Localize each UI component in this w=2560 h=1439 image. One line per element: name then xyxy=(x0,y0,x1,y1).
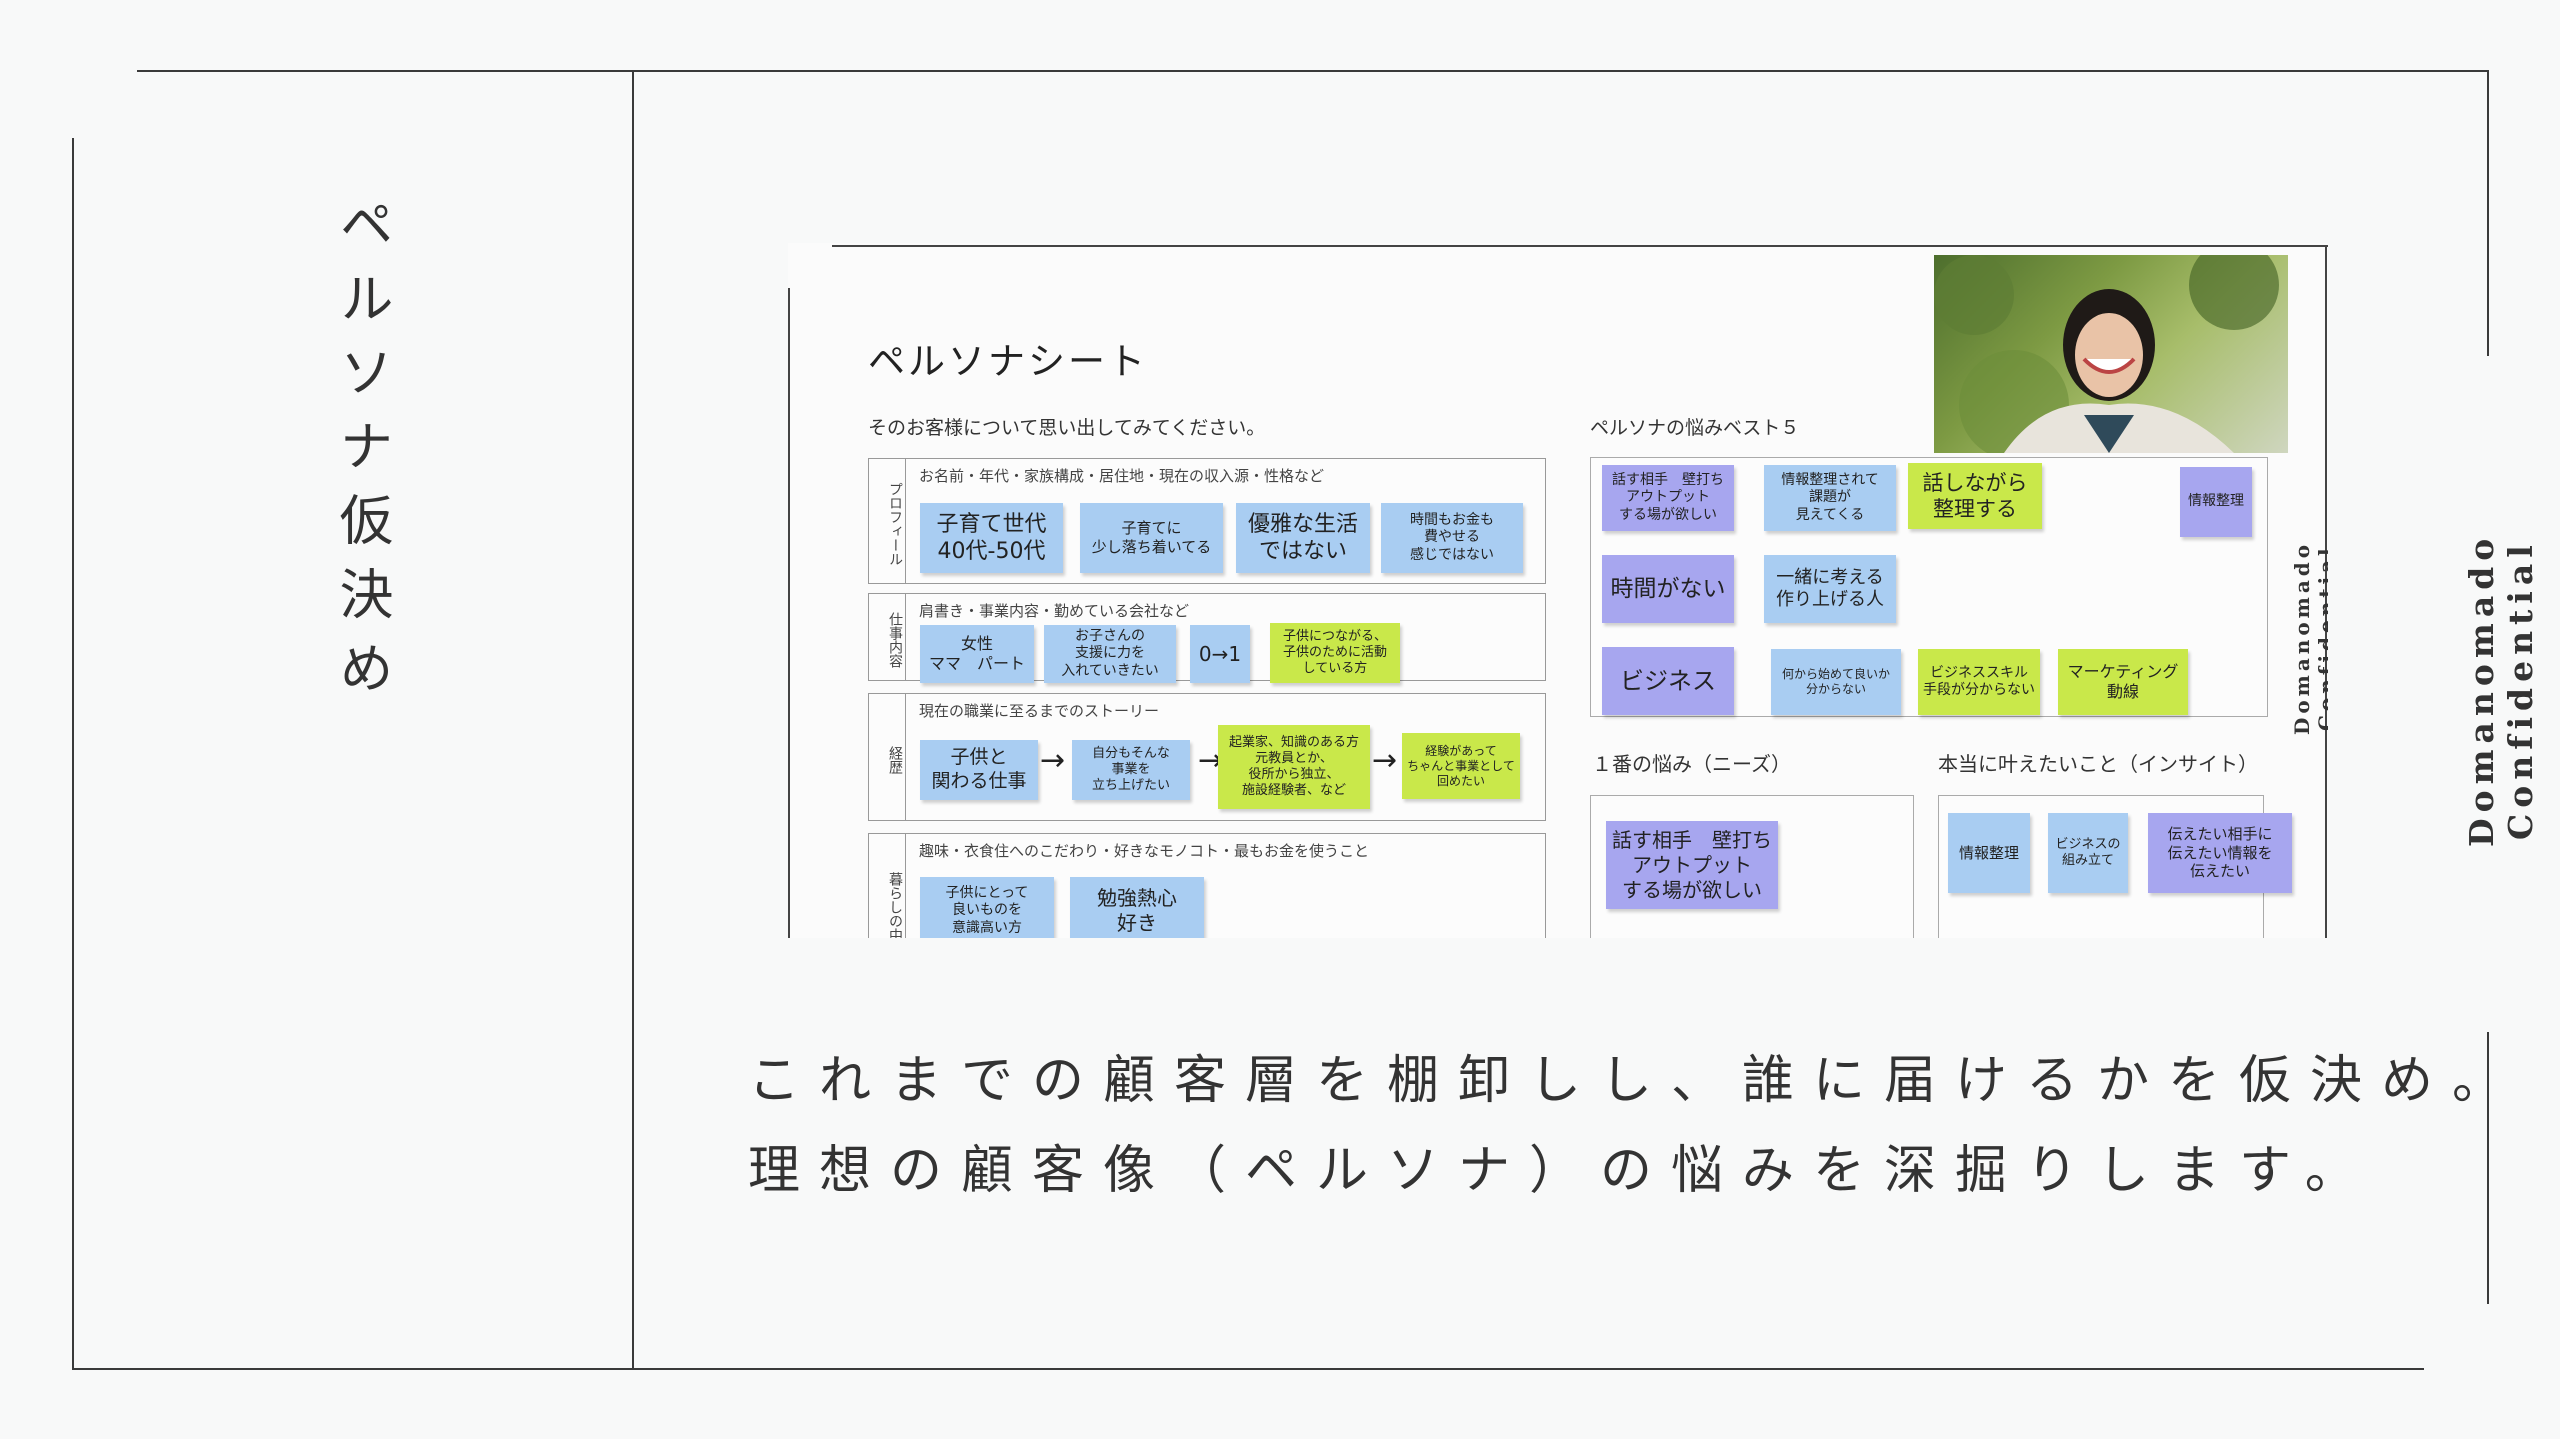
profile-side-label: プロフィール xyxy=(869,459,906,583)
sticky-note: マーケティング 動線 xyxy=(2058,649,2188,715)
sticky-note: 情報整理 xyxy=(2180,467,2252,537)
arrow-icon: → xyxy=(1372,743,1398,778)
career-side-label: 経歴 xyxy=(869,694,906,820)
work-side-label: 仕事内容 xyxy=(869,594,906,680)
sticky-note: 優雅な生活 ではない xyxy=(1236,503,1370,573)
sticky-note: 自分もそんな 事業を 立ち上げたい xyxy=(1072,740,1190,800)
frame-divider-line xyxy=(632,70,634,1370)
sticky-note: 伝えたい相手に 伝えたい情報を 伝えたい xyxy=(2148,813,2292,893)
sticky-note: 0→1 xyxy=(1190,625,1250,683)
worries-title: ペルソナの悩みベスト５ xyxy=(1590,417,1800,439)
caption-line-1: これまでの顧客層を棚卸しし、誰に届けるかを仮決め。 xyxy=(748,1051,2524,1111)
persona-photo-art xyxy=(1934,255,2279,453)
sticky-note: 話す相手 壁打ち アウトプット する場が欲しい xyxy=(1602,465,1734,531)
sticky-note: 時間もお金も 費やせる 感じではない xyxy=(1381,503,1523,573)
sticky-note: 子供と 関わる仕事 xyxy=(920,740,1038,800)
work-caption: 肩書き・事業内容・勤めている会社など xyxy=(919,602,1190,620)
frame-right-line-top xyxy=(2487,70,2489,356)
sticky-note: 時間がない xyxy=(1602,555,1734,623)
sticky-note: 起業家、知識のある方 元教員とか、 役所から独立、 施設経験者、など xyxy=(1218,725,1370,809)
sheet-confidential-label: Domanomado Confidential xyxy=(2290,540,2328,736)
sticky-note: 子供につながる、 子供のために活動 している方 xyxy=(1270,623,1400,683)
sticky-note: 情報整理 xyxy=(1948,813,2030,893)
page-title: ペルソナ仮決め xyxy=(330,196,393,714)
sheet-right-line xyxy=(2325,245,2327,938)
profile-caption: お名前・年代・家族構成・居住地・現在の収入源・性格など xyxy=(919,467,1325,485)
frame-top-line xyxy=(137,70,2489,72)
sticky-note: 子供にとって 良いものを 意識高い方 xyxy=(920,877,1054,938)
persona-sheet-image: Domanomado Confidential ペルソナシート そのお客様につい… xyxy=(788,243,2328,938)
sheet-title: ペルソナシート xyxy=(868,340,1148,383)
career-caption: 現在の職業に至るまでのストーリー xyxy=(919,702,1160,720)
sticky-note: 子育てに 少し落ち着いてる xyxy=(1080,503,1223,573)
sticky-note: お子さんの 支援に力を 入れていきたい xyxy=(1044,625,1176,683)
sticky-note: 情報整理されて 課題が 見えてくる xyxy=(1764,465,1896,531)
needs-title: １番の悩み（ニーズ） xyxy=(1592,752,1791,776)
sticky-note: 経験があって ちゃんと事業として 回めたい xyxy=(1402,733,1520,799)
sheet-intro: そのお客様について思い出してみてください。 xyxy=(868,417,1266,439)
sticky-note: ビジネス xyxy=(1602,647,1734,715)
persona-photo xyxy=(1934,255,2288,453)
sheet-top-line xyxy=(832,245,2328,247)
caption-line-2: 理想の顧客像（ペルソナ）の悩みを深掘りします。 xyxy=(748,1141,2376,1201)
sticky-note: 子育て世代 40代-50代 xyxy=(920,503,1063,573)
life-caption: 趣味・衣食住へのこだわり・好きなモノコト・最もお金を使うこと xyxy=(919,842,1370,860)
insight-title: 本当に叶えたいこと（インサイト） xyxy=(1938,752,2258,776)
frame-left-line xyxy=(72,138,74,1370)
sticky-note: 勉強熱心 好き xyxy=(1070,877,1204,938)
frame-right-line-bottom xyxy=(2487,1032,2489,1304)
sticky-note: ビジネスの 組み立て xyxy=(2048,813,2128,893)
arrow-icon: → xyxy=(1040,743,1066,778)
sticky-note: 一緒に考える 作り上げる人 xyxy=(1764,555,1896,623)
sticky-note: 話す相手 壁打ち アウトプット する場が欲しい xyxy=(1606,821,1778,909)
sticky-note: 女性 ママ パート xyxy=(920,625,1034,683)
sticky-note: 話しながら 整理する xyxy=(1908,463,2042,529)
life-side-label: 暮らしの中 xyxy=(869,834,906,938)
sheet-left-line xyxy=(788,288,790,938)
sticky-note: ビジネススキル 手段が分からない xyxy=(1918,649,2040,715)
sticky-note: 何から始めて良いか 分からない xyxy=(1771,649,1901,715)
frame-bottom-line xyxy=(72,1368,2424,1370)
confidential-label: Domanomado Confidential xyxy=(2462,532,2540,848)
